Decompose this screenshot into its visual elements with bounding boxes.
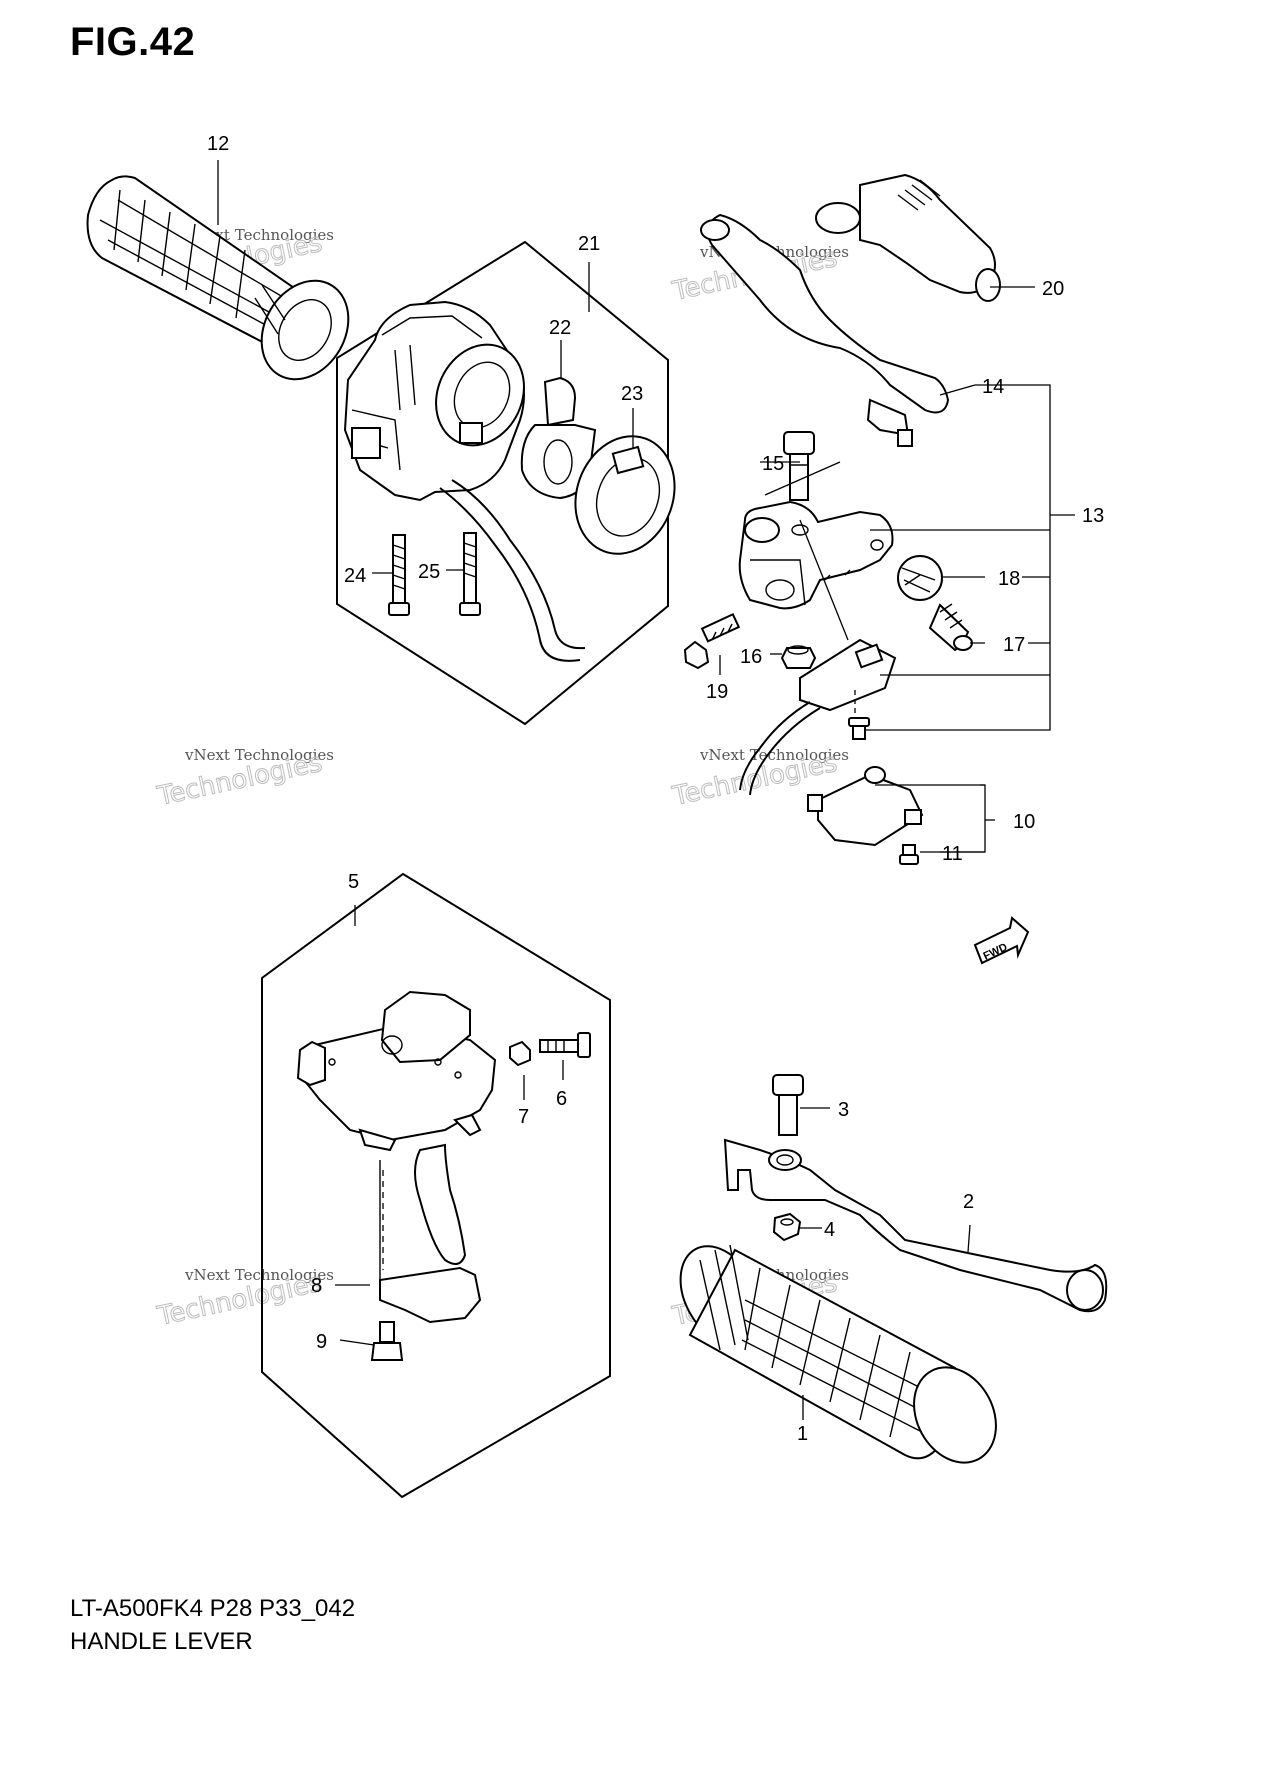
fwd-direction-badge: FWD: [973, 916, 1030, 965]
part-16-nut: [780, 645, 817, 669]
part-6-bolt: [539, 1032, 591, 1058]
callout-25: 25: [418, 561, 440, 583]
part-18-cap: [897, 555, 943, 601]
leader-lines: [217, 160, 1075, 1420]
callout-8: 8: [311, 1275, 322, 1297]
part-12-grip: [86, 175, 350, 381]
part-25-screw: [459, 532, 481, 616]
callout-19: 19: [706, 681, 728, 703]
throttle-assembly-outline: [261, 872, 611, 1499]
part-24-screw: [388, 534, 410, 616]
part-5-throttle-housing: [296, 990, 497, 1324]
callout-14: 14: [982, 376, 1004, 398]
part-2-brake-lever: [723, 1138, 1108, 1313]
callout-13: 13: [1082, 505, 1104, 527]
part-11-screw-lower: [899, 844, 919, 865]
callout-5: 5: [348, 871, 359, 893]
part-21-switch-housing: [343, 300, 586, 662]
part-10-stop-switch: [807, 766, 924, 847]
callout-21: 21: [578, 233, 600, 255]
part-9-bolt: [370, 1321, 404, 1361]
model-code: LT-A500FK4 P28 P33_042: [70, 1595, 356, 1622]
callout-15: 15: [762, 453, 784, 475]
part-15-bolt: [783, 431, 815, 501]
part-3-pivot-bolt: [772, 1074, 804, 1136]
part-14-switch-plate: [739, 638, 897, 796]
callout-labels: 12 21 22 23 24 25 20 14 13 15 18 17 16 1…: [207, 133, 1104, 1445]
figure-title: FIG.42: [70, 20, 196, 64]
part-23-ring: [574, 435, 676, 555]
switch-assembly-outline: [336, 240, 669, 726]
figure-caption: HANDLE LEVER: [70, 1628, 253, 1650]
callout-24: 24: [344, 565, 366, 587]
callout-9: 9: [316, 1331, 327, 1353]
part-7-nut: [509, 1040, 531, 1067]
part-20-lever-bracket: [700, 173, 1001, 447]
callout-20: 20: [1042, 278, 1064, 300]
part-22-switch-knob: [520, 376, 597, 500]
part-1-grip: [679, 1244, 997, 1464]
watermark-text: vNext Technologies: [184, 1266, 334, 1284]
watermark-mid-left: vNext Technologies Technologies: [154, 746, 334, 813]
callout-12: 12: [207, 133, 229, 155]
part-17-adjuster: [928, 603, 973, 652]
callout-6: 6: [556, 1088, 567, 1110]
callout-4: 4: [824, 1219, 835, 1241]
callout-7: 7: [518, 1106, 529, 1128]
callout-16: 16: [740, 646, 762, 668]
part-19-bolt: [683, 612, 741, 670]
callout-18: 18: [998, 568, 1020, 590]
callout-23: 23: [621, 383, 643, 405]
callout-10: 10: [1013, 811, 1035, 833]
watermark-text: vNext Technologies: [184, 746, 334, 764]
callout-17: 17: [1003, 634, 1025, 656]
callout-2: 2: [963, 1191, 974, 1213]
callout-3: 3: [838, 1099, 849, 1121]
part-13-lever-holder: [738, 500, 894, 610]
watermark-text: vNext Technologies: [699, 746, 849, 764]
watermark-low-left: vNext Technologies Technologies: [154, 1266, 334, 1333]
callout-1: 1: [797, 1423, 808, 1445]
part-4-nut: [772, 1212, 802, 1242]
part-11-screw-upper: [848, 717, 870, 740]
callout-11: 11: [942, 843, 963, 865]
callout-22: 22: [549, 317, 571, 339]
